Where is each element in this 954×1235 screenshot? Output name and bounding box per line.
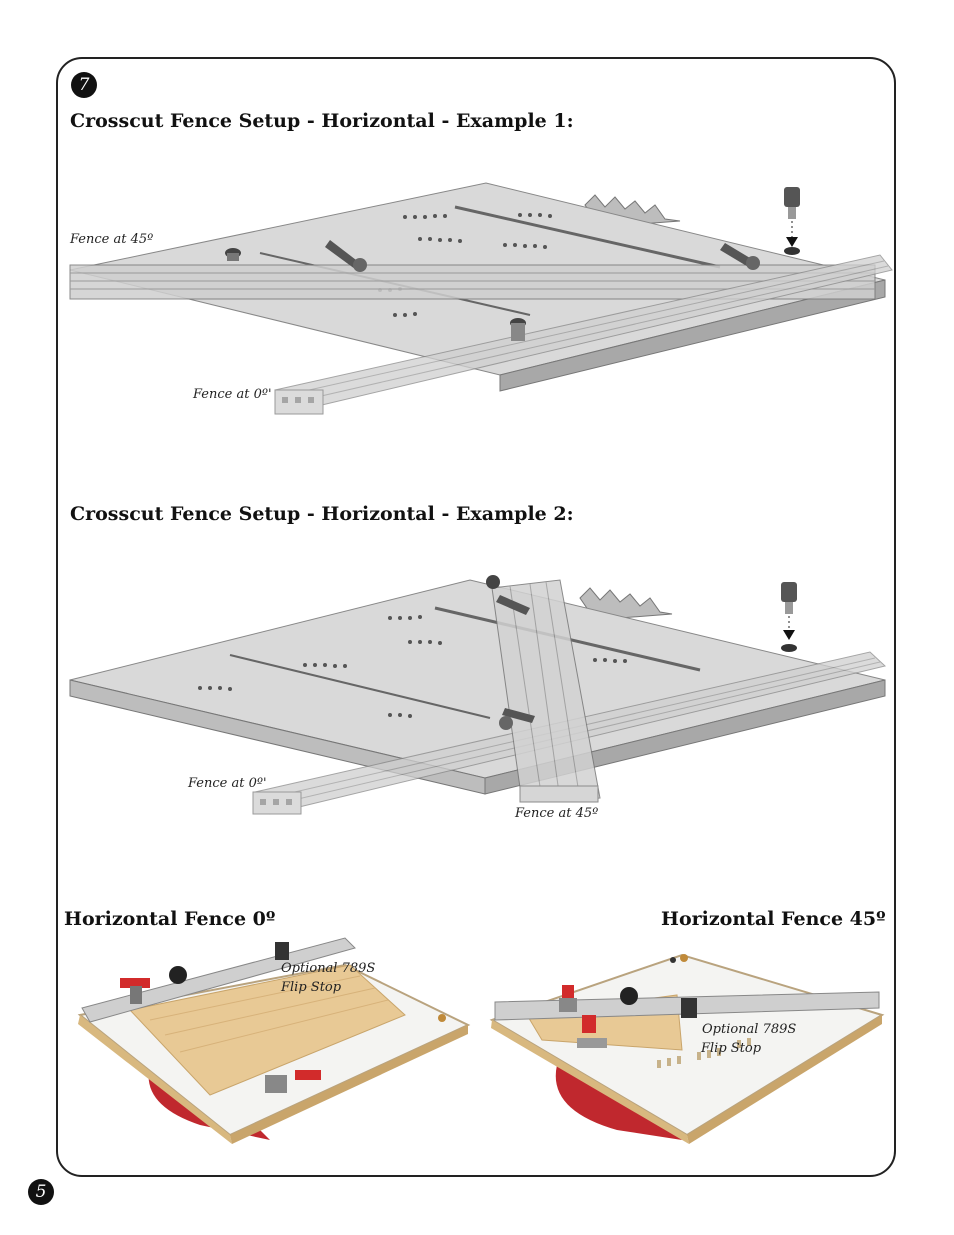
step-number-badge: 7 bbox=[71, 72, 97, 98]
knob-icon bbox=[169, 966, 187, 984]
toggle-clamp-icon-2 bbox=[577, 1015, 607, 1048]
photo-right-heading: Horizontal Fence 45º bbox=[661, 908, 886, 930]
toggle-clamp-icon-2 bbox=[265, 1070, 321, 1093]
photo-left-caption-line2: Flip Stop bbox=[281, 980, 342, 995]
flip-stop-icon bbox=[275, 942, 289, 960]
photo-left-heading: Horizontal Fence 0º bbox=[64, 908, 276, 930]
toggle-clamp-icon-1 bbox=[120, 978, 150, 1004]
stop-pin-icon bbox=[781, 582, 797, 652]
page-number-badge: 5 bbox=[28, 1179, 54, 1205]
example2-label-fence-45: Fence at 45º bbox=[515, 806, 599, 821]
clamp-lever-icon-1 bbox=[325, 240, 367, 272]
fence-45-bar bbox=[491, 579, 601, 803]
fence-0-bar bbox=[274, 254, 893, 415]
photo-right-caption-line2: Flip Stop bbox=[701, 1041, 762, 1056]
table-plate-edge bbox=[499, 279, 886, 392]
example1-label-fence-45: Fence at 45º bbox=[70, 232, 154, 247]
flip-stop-icon bbox=[681, 998, 697, 1018]
example1-label-fence-0: Fence at 0º' bbox=[193, 387, 272, 402]
photo-right-caption-line1: Optional 789S bbox=[702, 1022, 797, 1037]
knob-icon-1 bbox=[225, 248, 241, 261]
example2-heading: Crosscut Fence Setup - Horizontal - Exam… bbox=[70, 503, 574, 525]
clamp-lever-icon-1 bbox=[486, 575, 530, 615]
stop-pin-icon bbox=[784, 187, 800, 255]
example1-illustration bbox=[69, 182, 893, 415]
example2-illustration bbox=[69, 575, 887, 815]
clamp-lever-icon-2 bbox=[720, 243, 760, 270]
clamp-lever-icon-2 bbox=[499, 708, 535, 730]
example1-heading: Crosscut Fence Setup - Horizontal - Exam… bbox=[70, 110, 574, 132]
photo-left-caption-line1: Optional 789S bbox=[281, 961, 376, 976]
example2-label-fence-0: Fence at 0º' bbox=[188, 776, 267, 791]
toggle-clamp-icon-1 bbox=[559, 985, 577, 1012]
knob-icon-2 bbox=[510, 318, 526, 341]
knob-icon bbox=[620, 987, 638, 1005]
photo-right-illustration bbox=[489, 953, 885, 1144]
content-frame bbox=[56, 57, 896, 1177]
photo-left-illustration bbox=[77, 937, 471, 1144]
